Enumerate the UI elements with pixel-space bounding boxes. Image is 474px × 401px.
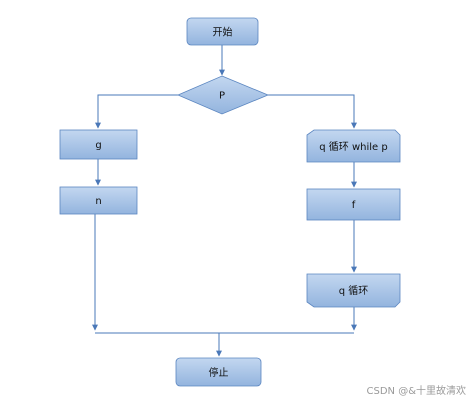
- start-label: 开始: [213, 26, 233, 39]
- decision-node: P: [176, 75, 270, 115]
- loop-start-label: q 循环 while p: [319, 140, 387, 153]
- stop-label: 停止: [209, 366, 229, 379]
- edge-decision-to-g: [95, 94, 178, 129]
- connectors: [92, 45, 357, 357]
- stop-node: 停止: [175, 357, 262, 387]
- f-label: f: [352, 200, 356, 211]
- loop-start-node: q 循环 while p: [306, 129, 401, 163]
- watermark-text: CSDN @&十里故清欢: [366, 386, 467, 397]
- loop-end-node: q 循环: [306, 273, 401, 308]
- f-node: f: [306, 188, 401, 221]
- n-node: n: [59, 186, 138, 215]
- g-node: g: [59, 129, 138, 160]
- edge-decision-to-loop-start: [268, 94, 357, 129]
- start-node: 开始: [186, 17, 259, 46]
- loop-end-label: q 循环: [339, 284, 369, 297]
- g-label: g: [95, 140, 101, 151]
- decision-label: P: [219, 91, 225, 102]
- n-label: n: [95, 196, 101, 207]
